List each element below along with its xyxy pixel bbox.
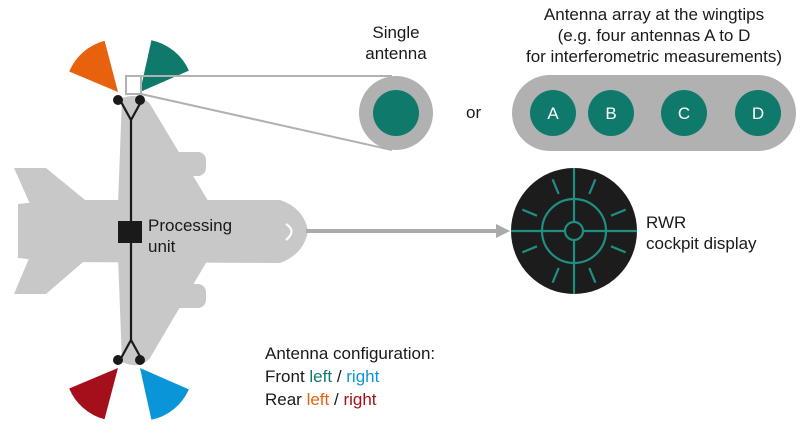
aircraft-tail-upper: [14, 168, 90, 204]
antenna-node-rear-left: [113, 355, 123, 365]
rwr-label-line-2: cockpit display: [646, 234, 757, 253]
rwr-tick-1: [610, 245, 627, 254]
signal-arrow-head: [496, 224, 510, 238]
antenna-array-housing: [512, 75, 796, 151]
legend-front-right: right: [346, 367, 379, 386]
rwr-tick-4: [521, 245, 538, 254]
cockpit-window: [285, 223, 293, 241]
processing-unit-label-line-2: unit: [148, 237, 176, 256]
processing-unit-label-line-1: Processing: [148, 216, 233, 235]
antenna-node-front-right: [135, 95, 145, 105]
array-antenna-a: [530, 90, 576, 136]
engine-upper: [150, 152, 206, 176]
zoom-marker-box: [125, 75, 142, 95]
antenna-array-title-line-2: (e.g. four antennas A to D: [557, 26, 751, 45]
single-antenna-label-line-2: antenna: [365, 44, 427, 63]
antenna-lobe-rear-right: [140, 368, 189, 420]
rwr-tick-7: [588, 178, 597, 195]
single-antenna-label: Single antenna: [352, 22, 440, 64]
legend-rear-row: Rear left / right: [265, 390, 377, 409]
array-label-c: C: [677, 104, 691, 123]
array-antenna-d: [735, 90, 781, 136]
engine-lower: [150, 284, 206, 308]
antenna-lobe-front-left: [69, 40, 118, 92]
antenna-array-title-line-1: Antenna array at the wingtips: [543, 5, 765, 24]
legend-rear-prefix: Rear: [265, 390, 307, 409]
processing-unit-box-icon: [118, 221, 142, 243]
rwr-display-icon: [511, 168, 637, 294]
antenna-node-rear-right: [135, 355, 145, 365]
array-label-a: A: [547, 104, 559, 123]
antenna-lobe-front-right: [140, 40, 189, 92]
array-antenna-b: [588, 90, 634, 136]
array-label-b: B: [605, 104, 617, 123]
array-antenna-c: [661, 90, 707, 136]
legend-title: Antenna configuration:: [265, 344, 435, 363]
single-antenna-label-line-1: Single: [372, 23, 420, 42]
legend-front-row: Front left / right: [265, 367, 380, 386]
rwr-label-line-1: RWR: [646, 213, 687, 232]
aircraft-tail-lower: [14, 256, 90, 294]
array-label-d: D: [751, 104, 765, 123]
rwr-tick-8: [610, 208, 627, 217]
antenna-node-front-left: [113, 95, 123, 105]
legend-front-prefix: Front: [265, 367, 309, 386]
legend-front-sep: /: [332, 367, 346, 386]
antenna-array-title: Antenna array at the wingtips (e.g. four…: [512, 4, 796, 67]
aircraft-silhouette-icon: [14, 96, 308, 366]
rwr-tick-5: [521, 208, 538, 217]
rwr-tick-3: [551, 267, 560, 284]
zoom-line-bottom: [140, 93, 393, 151]
aircraft-wing-upper: [118, 96, 210, 204]
aircraft-wing-lower: [118, 256, 210, 366]
single-antenna-element: [373, 90, 419, 136]
legend-rear-sep: /: [329, 390, 343, 409]
processing-unit-label: Processing unit: [148, 215, 232, 257]
aircraft-fuselage: [18, 200, 308, 263]
legend-rear-right: right: [343, 390, 376, 409]
rwr-label: RWR cockpit display: [646, 212, 757, 254]
antenna-array-title-line-3: for interferometric measurements): [525, 47, 783, 66]
legend-rear-left: left: [307, 390, 330, 409]
or-label: or: [466, 103, 482, 122]
legend-front-left: left: [309, 367, 332, 386]
antenna-lobe-rear-left: [69, 368, 118, 420]
rwr-tick-6: [551, 178, 560, 195]
rwr-tick-2: [588, 267, 597, 284]
